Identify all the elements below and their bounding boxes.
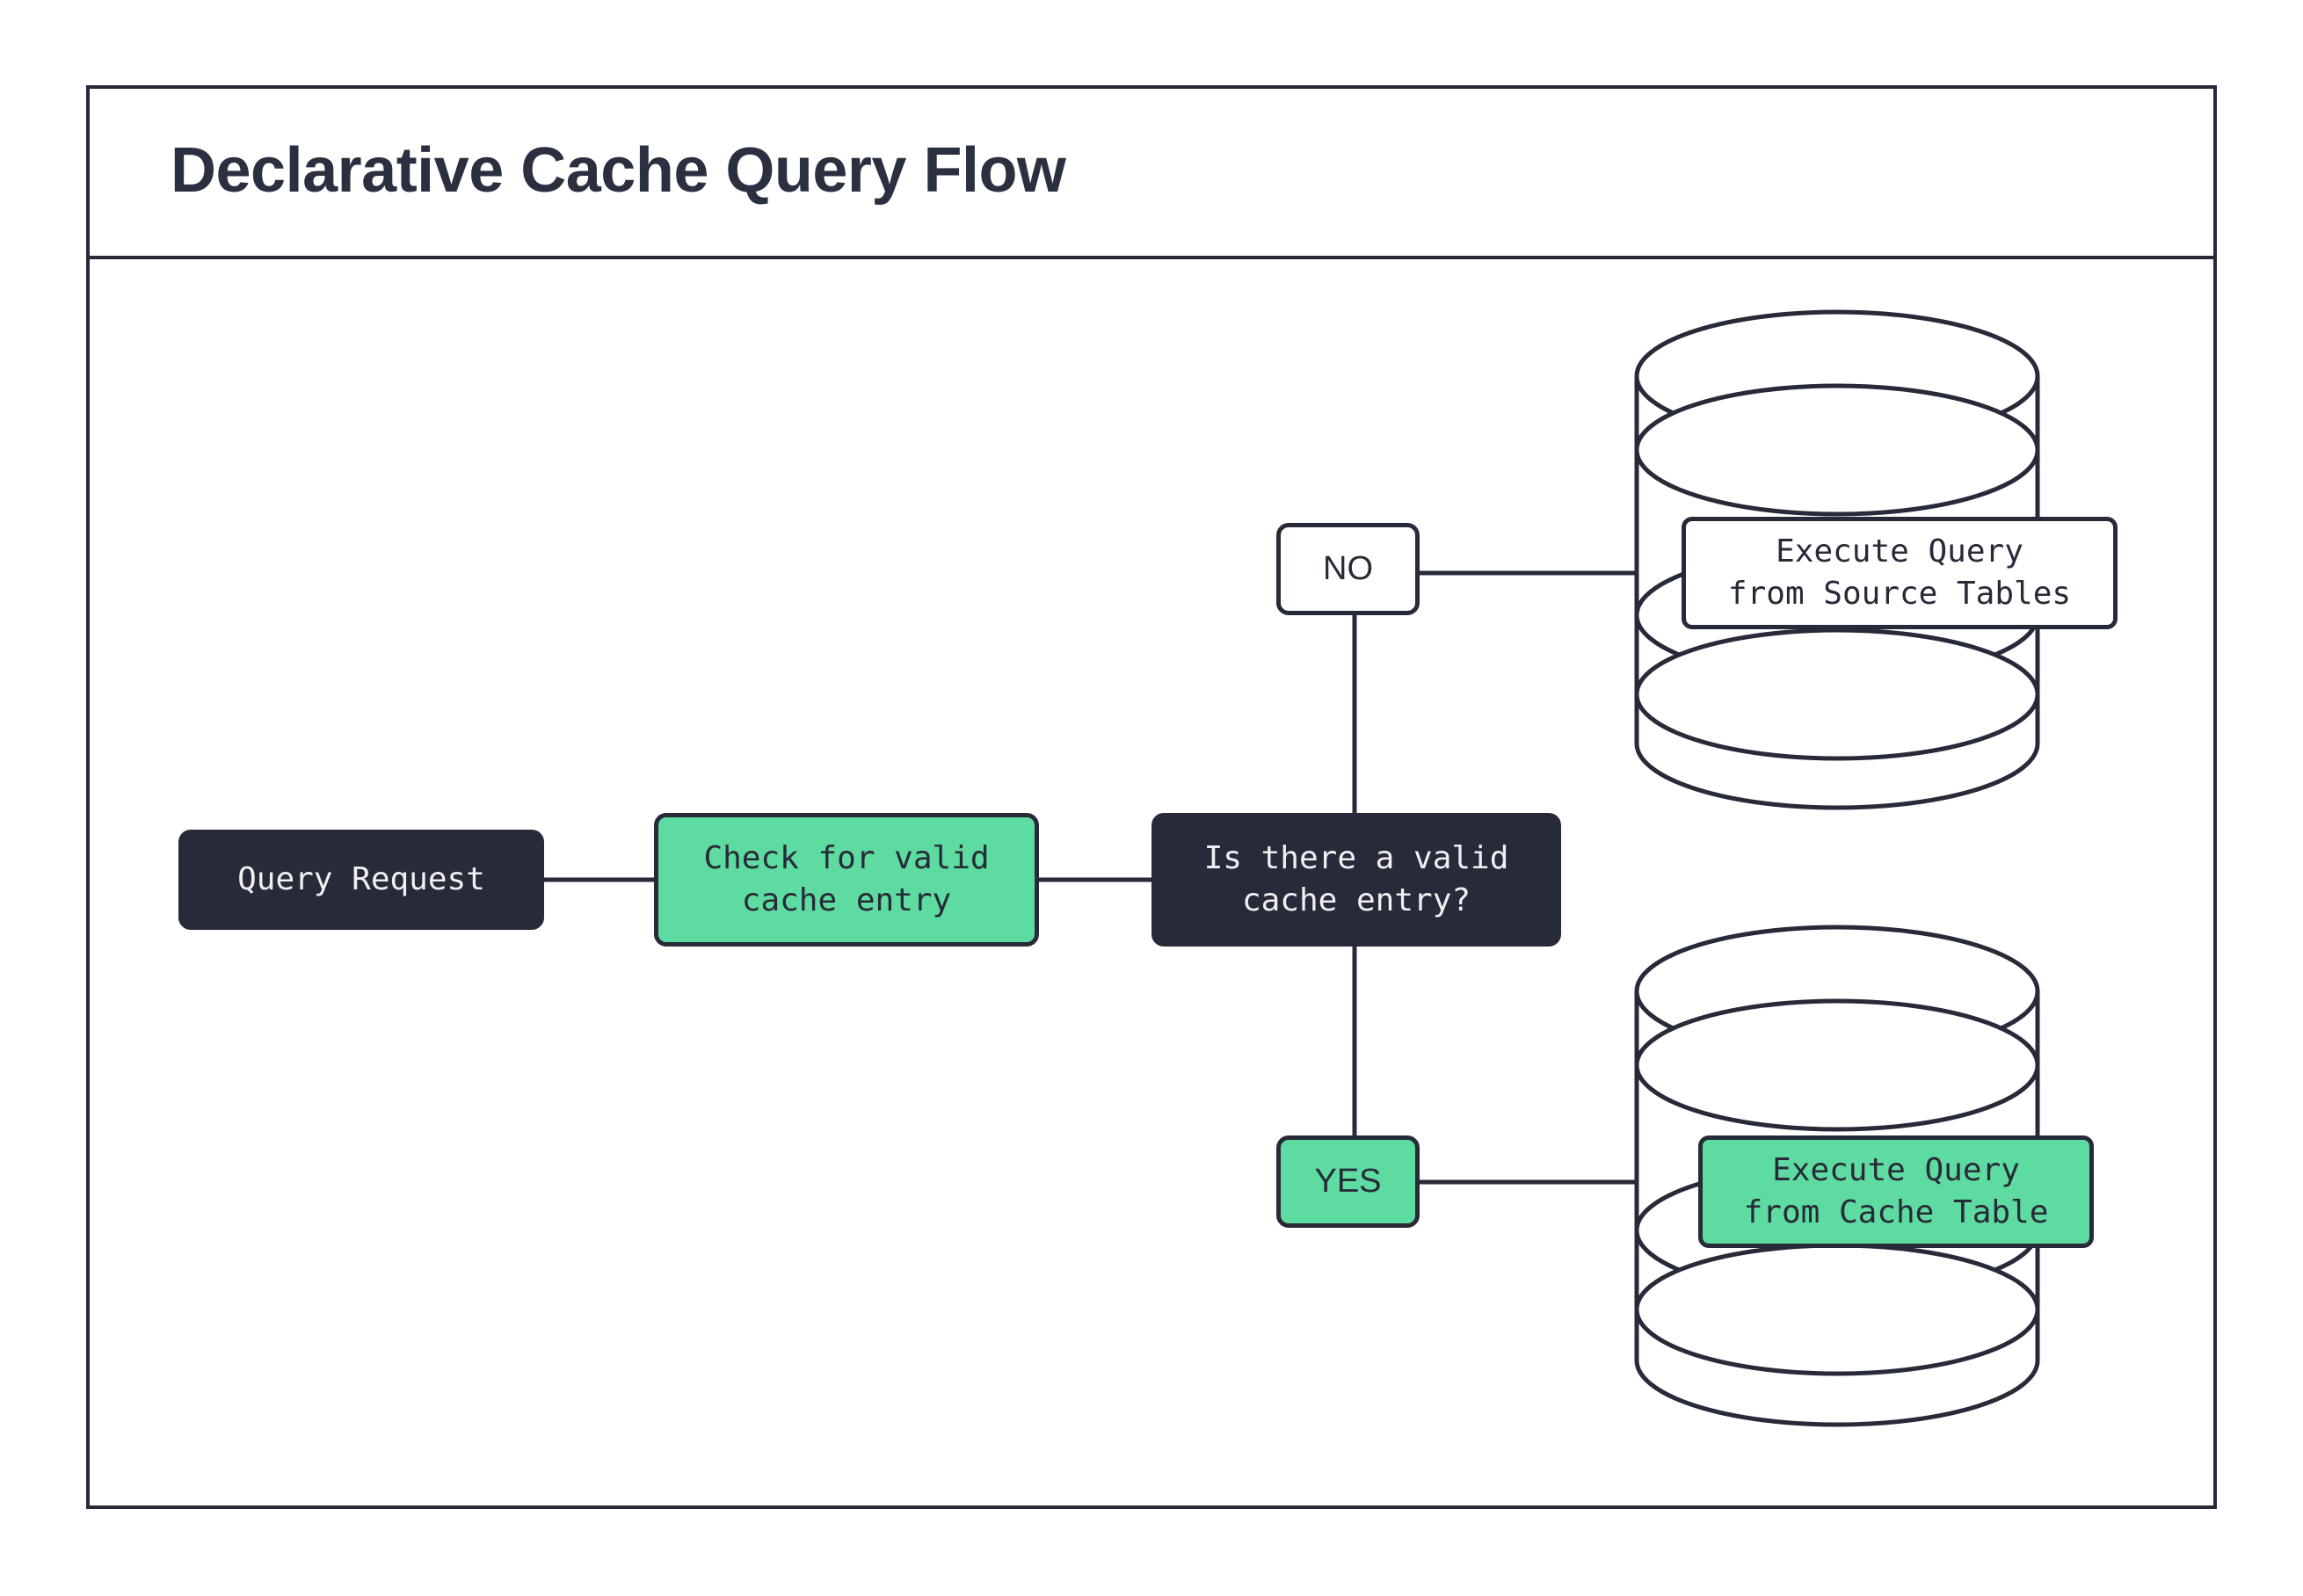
diagram-frame	[86, 85, 2217, 1509]
node-check-for-valid-cache-entry[interactable]: Check for valid cache entry	[654, 813, 1039, 947]
edge-label-no[interactable]: NO	[1276, 523, 1420, 615]
page-title: Declarative Cache Query Flow	[171, 135, 1066, 206]
node-execute-query-from-cache-table[interactable]: Execute Query from Cache Table	[1698, 1135, 2094, 1248]
diagram-title-bar: Declarative Cache Query Flow	[86, 85, 2217, 259]
node-execute-query-from-source-tables[interactable]: Execute Query from Source Tables	[1682, 517, 2118, 629]
node-query-request[interactable]: Query Request	[178, 830, 544, 930]
edge-label-yes[interactable]: YES	[1276, 1135, 1420, 1228]
node-decision-valid-cache-entry[interactable]: Is there a valid cache entry?	[1152, 813, 1561, 947]
